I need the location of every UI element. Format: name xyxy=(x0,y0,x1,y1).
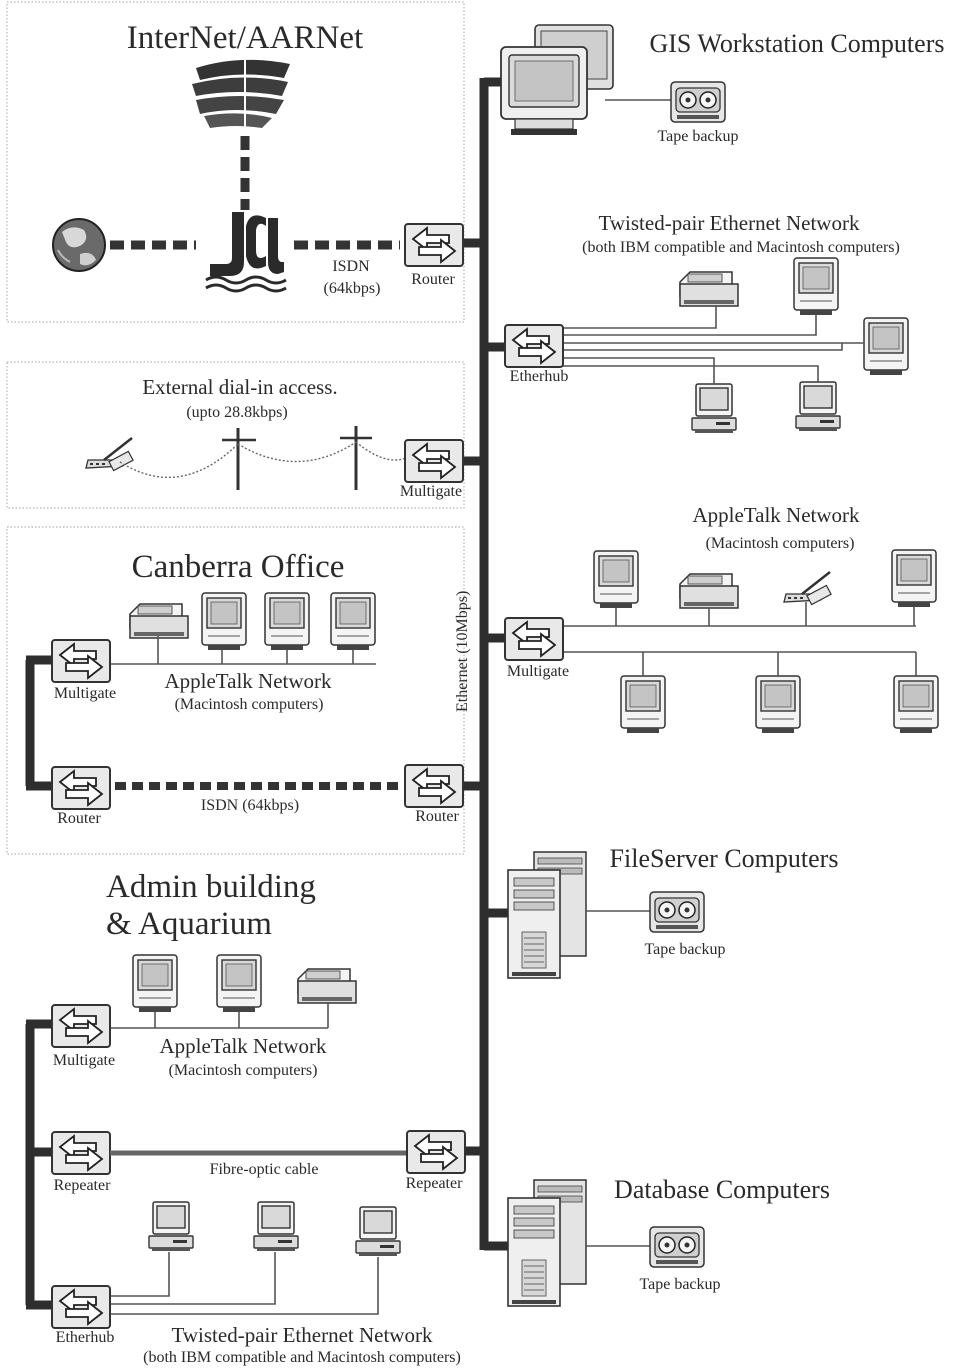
admin-network-sub: (Macintosh computers) xyxy=(169,1062,318,1079)
mac-icon xyxy=(620,675,666,734)
fileserver-tape-label: Tape backup xyxy=(644,941,725,958)
canberra-region-box xyxy=(6,526,465,855)
etherhub-label-admin: Etherhub xyxy=(56,1329,115,1346)
isdn-label-2: (64kbps) xyxy=(324,280,381,297)
admin-title-1: Admin building xyxy=(106,869,316,905)
right-appletalk-title: AppleTalk Network xyxy=(692,503,860,527)
mac-icon xyxy=(891,549,937,608)
canberra-network-sub: (Macintosh computers) xyxy=(175,696,324,713)
router-label-canberra-right: Router xyxy=(415,808,459,825)
canberra-network-label: AppleTalk Network xyxy=(164,669,332,693)
printer-icon xyxy=(129,603,189,639)
router-icon xyxy=(51,766,111,810)
canberra-feeder xyxy=(25,655,54,791)
fileserver-title: FileServer Computers xyxy=(610,844,839,873)
mac-icon xyxy=(793,257,839,316)
internet-region-box xyxy=(6,1,465,323)
pc-icon xyxy=(253,1201,299,1252)
router-label-canberra-left: Router xyxy=(57,810,101,827)
multigate-label-admin: Multigate xyxy=(53,1052,115,1069)
isdn-label-canberra: ISDN (64kbps) xyxy=(201,797,299,814)
mac-icon xyxy=(863,317,909,376)
etherhub-icon xyxy=(504,324,564,368)
repeater-label-right: Repeater xyxy=(406,1175,464,1192)
right-twisted-pair-wires xyxy=(560,306,864,384)
jcu-logo xyxy=(205,210,287,293)
canberra-appletalk-wires xyxy=(108,636,376,665)
internet-title: InterNet/AARNet xyxy=(127,20,363,56)
aarnet-logo xyxy=(192,59,290,128)
fibre-label: Fibre-optic cable xyxy=(210,1161,319,1178)
gis-tape-label: Tape backup xyxy=(657,128,738,145)
multigate-label-right: Multigate xyxy=(507,663,569,680)
dialin-title: External dial-in access. xyxy=(142,375,337,399)
etherhub-icon xyxy=(51,1285,111,1329)
database-server-icon xyxy=(507,1179,587,1307)
pc-icon xyxy=(691,383,737,434)
router-icon xyxy=(404,764,464,808)
multigate-icon xyxy=(404,439,464,483)
multigate-label-canberra: Multigate xyxy=(54,685,116,702)
canberra-title: Canberra Office xyxy=(132,549,345,585)
admin-tp-label: Twisted-pair Ethernet Network xyxy=(172,1323,433,1347)
mac-icon xyxy=(264,592,310,651)
dialin-region-box xyxy=(6,361,465,509)
globe-icon xyxy=(52,218,106,272)
right-tp-sub: (both IBM compatible and Macintosh compu… xyxy=(582,239,900,256)
tape-backup-icon xyxy=(649,891,705,933)
database-title: Database Computers xyxy=(614,1175,830,1204)
router-label-internet: Router xyxy=(411,271,455,288)
gis-title: GIS Workstation Computers xyxy=(650,29,945,58)
telephone-poles xyxy=(119,426,407,490)
pc-icon xyxy=(148,1201,194,1252)
printer-icon xyxy=(679,271,739,307)
printer-icon xyxy=(297,968,357,1004)
repeater-icon xyxy=(406,1130,466,1174)
tape-backup-icon xyxy=(670,81,726,123)
mac-icon xyxy=(132,954,178,1013)
admin-tp-sub: (both IBM compatible and Macintosh compu… xyxy=(143,1349,461,1366)
multigate-icon xyxy=(51,1004,111,1048)
multigate-icon xyxy=(504,617,564,661)
ethernet-backbone xyxy=(462,77,510,1251)
modem-icon xyxy=(782,570,833,606)
admin-appletalk-wires xyxy=(108,1002,329,1029)
router-icon xyxy=(404,223,464,267)
etherhub-label-right: Etherhub xyxy=(510,368,569,385)
repeater-icon xyxy=(51,1131,111,1175)
admin-twisted-pair-wires xyxy=(108,1252,379,1315)
mac-icon xyxy=(330,592,376,651)
admin-title-2: & Aquarium xyxy=(106,906,272,942)
pc-icon xyxy=(795,381,841,432)
multigate-label-dialin: Multigate xyxy=(400,483,462,500)
mac-icon xyxy=(893,675,939,734)
printer-icon xyxy=(679,573,739,609)
mac-icon xyxy=(593,550,639,609)
right-appletalk-wires xyxy=(562,602,917,676)
tape-backup-icon xyxy=(649,1226,705,1268)
right-tp-title: Twisted-pair Ethernet Network xyxy=(599,211,860,235)
multigate-icon xyxy=(51,639,111,683)
mac-icon xyxy=(201,592,247,651)
fileserver-icon xyxy=(507,851,587,979)
mac-icon xyxy=(216,954,262,1013)
pc-icon xyxy=(355,1206,401,1257)
right-appletalk-sub: (Macintosh computers) xyxy=(706,535,855,552)
admin-feeder xyxy=(25,1019,54,1310)
ethernet-label: Ethernet (10Mbps) xyxy=(454,591,471,712)
database-tape-label: Tape backup xyxy=(639,1276,720,1293)
repeater-label-left: Repeater xyxy=(54,1177,112,1194)
modem-icon xyxy=(84,436,135,472)
workstation-icon xyxy=(500,24,614,136)
admin-network-label: AppleTalk Network xyxy=(159,1034,327,1058)
dialin-subtitle: (upto 28.8kbps) xyxy=(186,404,287,421)
isdn-label-1: ISDN xyxy=(332,258,370,275)
mac-icon xyxy=(755,675,801,734)
